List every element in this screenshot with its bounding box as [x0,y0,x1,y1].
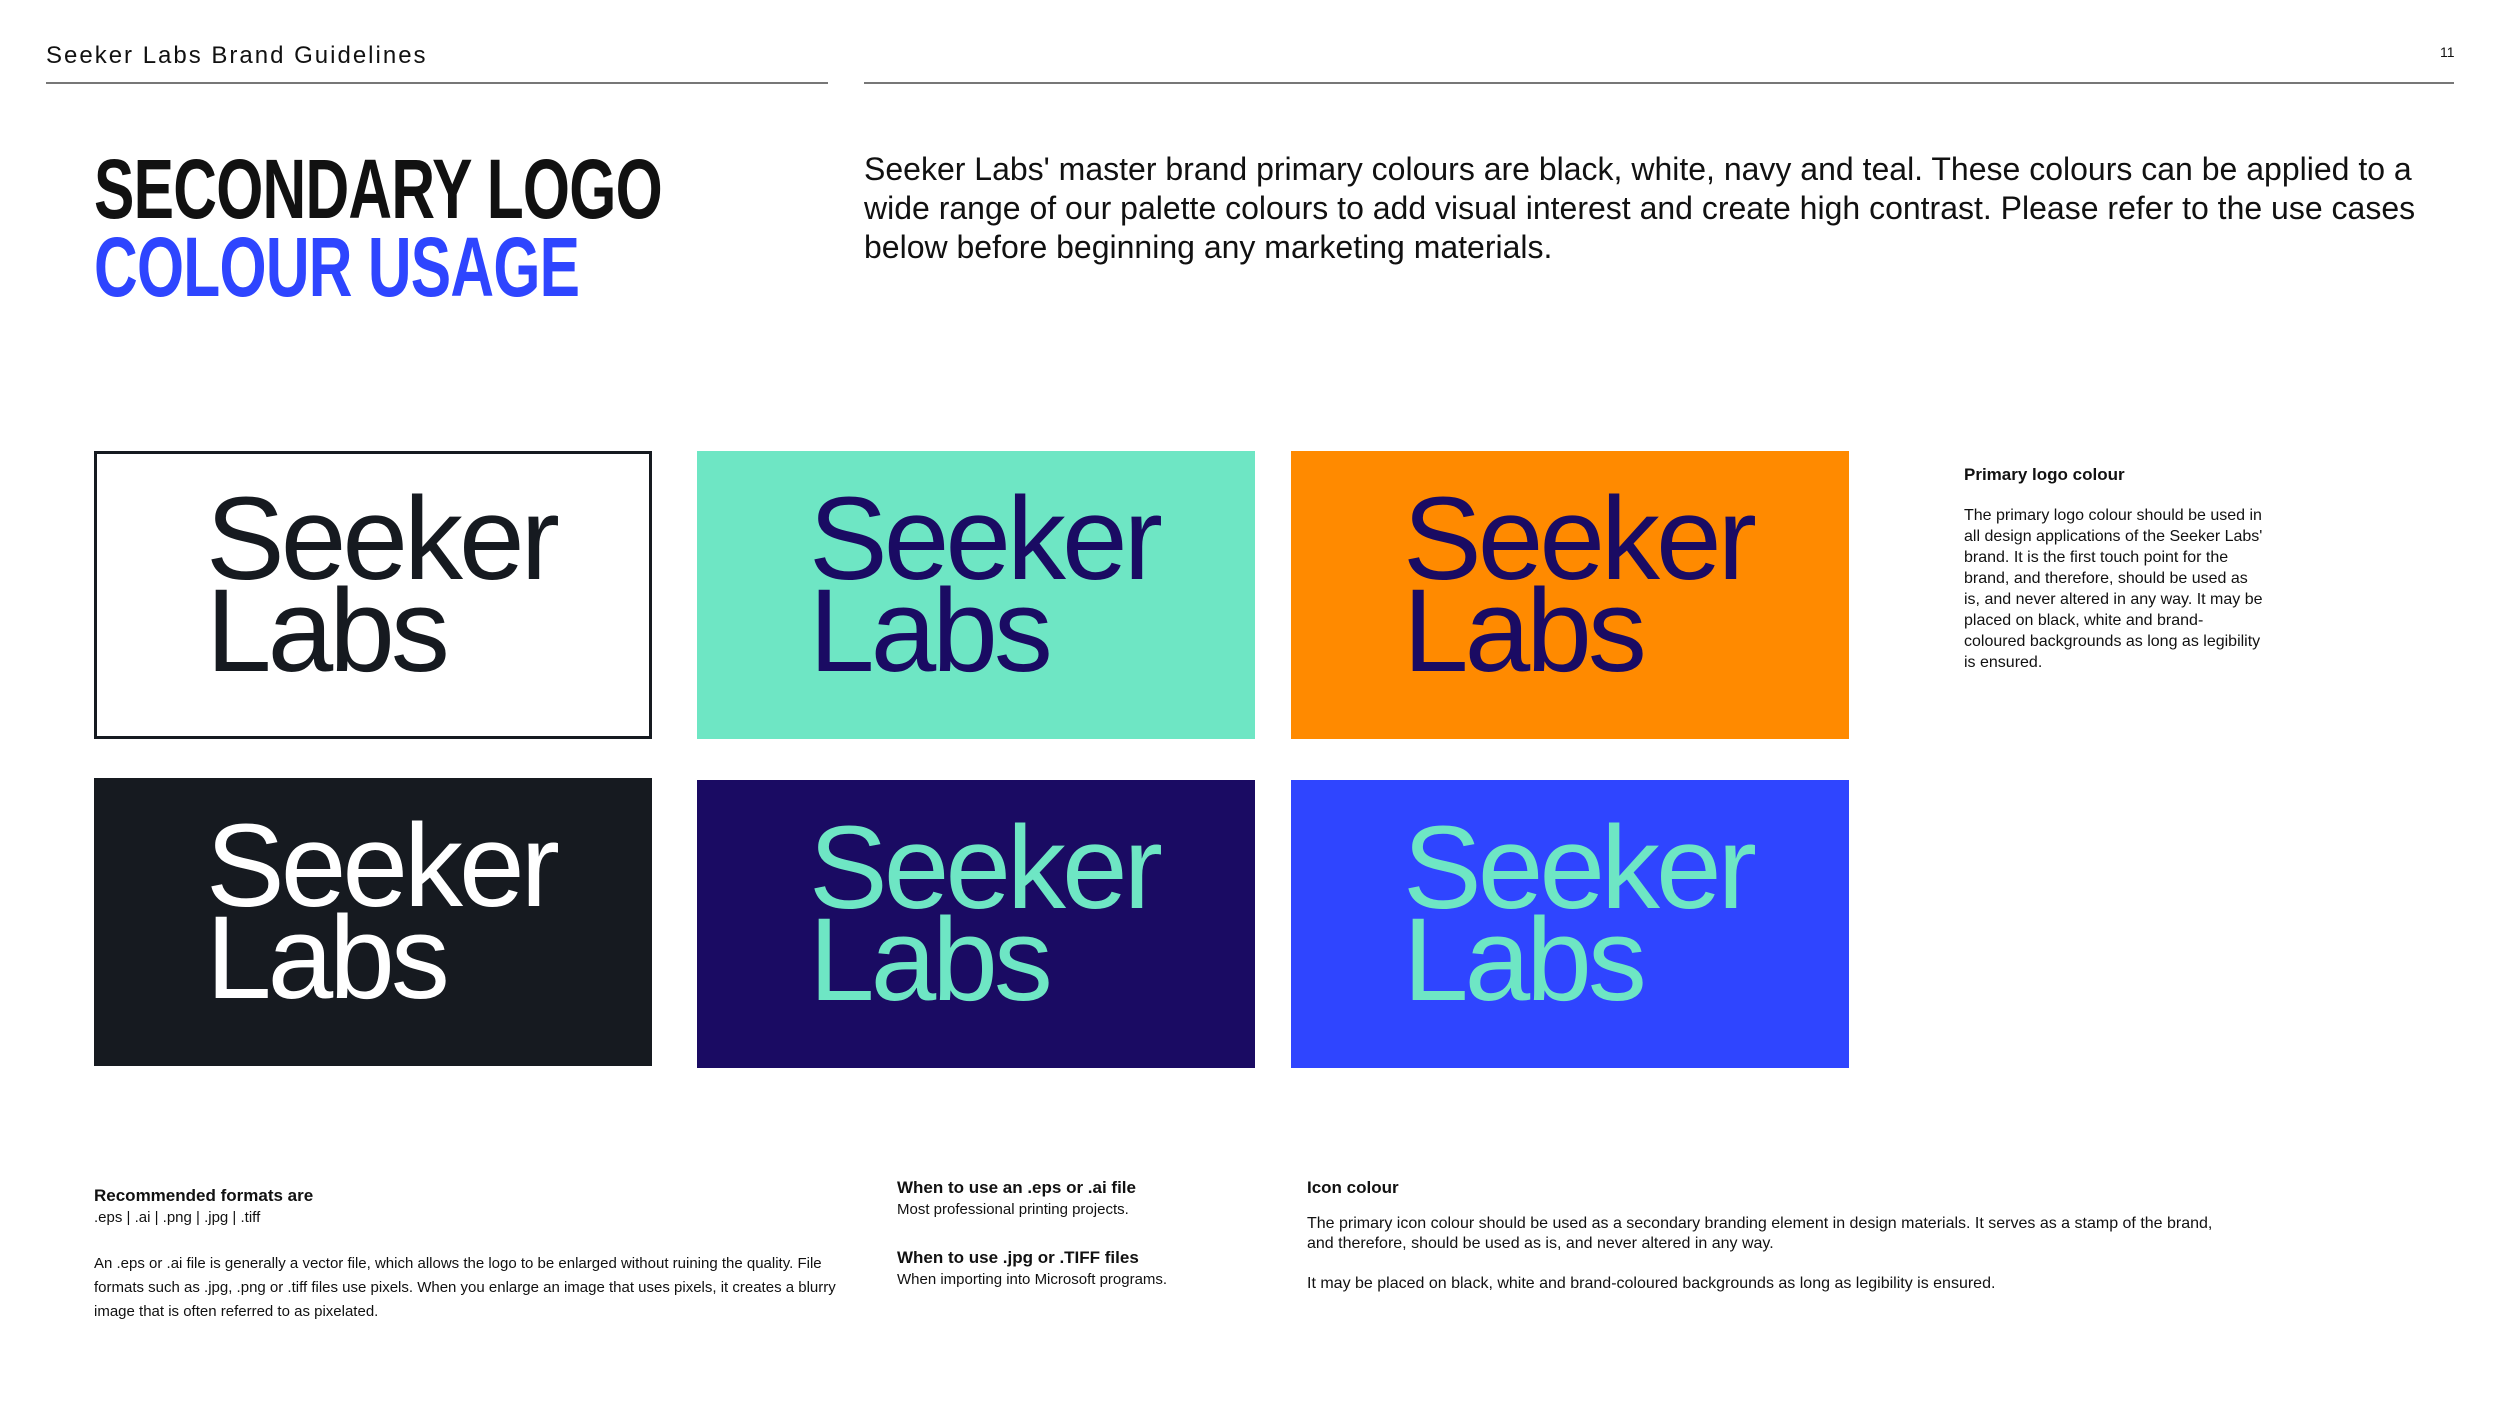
primary-logo-colour-body: The primary logo colour should be used i… [1964,507,2263,671]
page-number: 11 [2440,44,2455,60]
primary-logo-colour-section: Primary logo colour The primary logo col… [1964,465,2264,673]
icon-colour-body-2: It may be placed on black, white and bra… [1307,1275,1996,1292]
eps-usage-body: Most professional printing projects. [897,1201,1129,1218]
logo-line1: Seeker [206,800,560,932]
formats-body: An .eps or .ai file is generally a vecto… [94,1255,836,1320]
logo-line2: Labs [809,894,1053,1026]
logo-line1: Seeker [1403,802,1757,934]
usage-section: When to use an .eps or .ai file Most pro… [897,1178,1257,1292]
heading-line-1: SECONDARY LOGO [94,142,663,236]
jpg-usage-title: When to use .jpg or .TIFF files [897,1248,1139,1267]
logo-line1: Seeker [1403,473,1757,605]
icon-colour-body-1: The primary icon colour should be used a… [1307,1215,2213,1252]
header-divider-right [864,82,2454,84]
document-title: Seeker Labs Brand Guidelines [46,42,428,69]
icon-colour-title: Icon colour [1307,1178,1399,1197]
icon-colour-section: Icon colour The primary icon colour shou… [1307,1178,2237,1294]
logo-line2: Labs [809,565,1053,697]
logo-line1: Seeker [809,473,1163,605]
logo-line2: Labs [206,565,450,697]
logo-line2: Labs [206,892,450,1024]
logo-line1: Seeker [206,473,560,605]
logo-line2: Labs [1403,565,1647,697]
formats-section: Recommended formats are .eps | .ai | .pn… [94,1186,854,1324]
page-heading: SECONDARY LOGO COLOUR USAGE [94,142,663,314]
formats-title: Recommended formats are [94,1186,314,1205]
intro-paragraph: Seeker Labs' master brand primary colour… [864,151,2416,265]
eps-usage-title: When to use an .eps or .ai file [897,1178,1136,1197]
formats-list: .eps | .ai | .png | .jpg | .tiff [94,1209,261,1226]
header-divider-left [46,82,828,84]
logo-line1: Seeker [809,802,1163,934]
jpg-usage-body: When importing into Microsoft programs. [897,1271,1168,1288]
primary-logo-colour-title: Primary logo colour [1964,465,2125,484]
heading-line-2: COLOUR USAGE [94,220,580,314]
logo-line2: Labs [1403,894,1647,1026]
